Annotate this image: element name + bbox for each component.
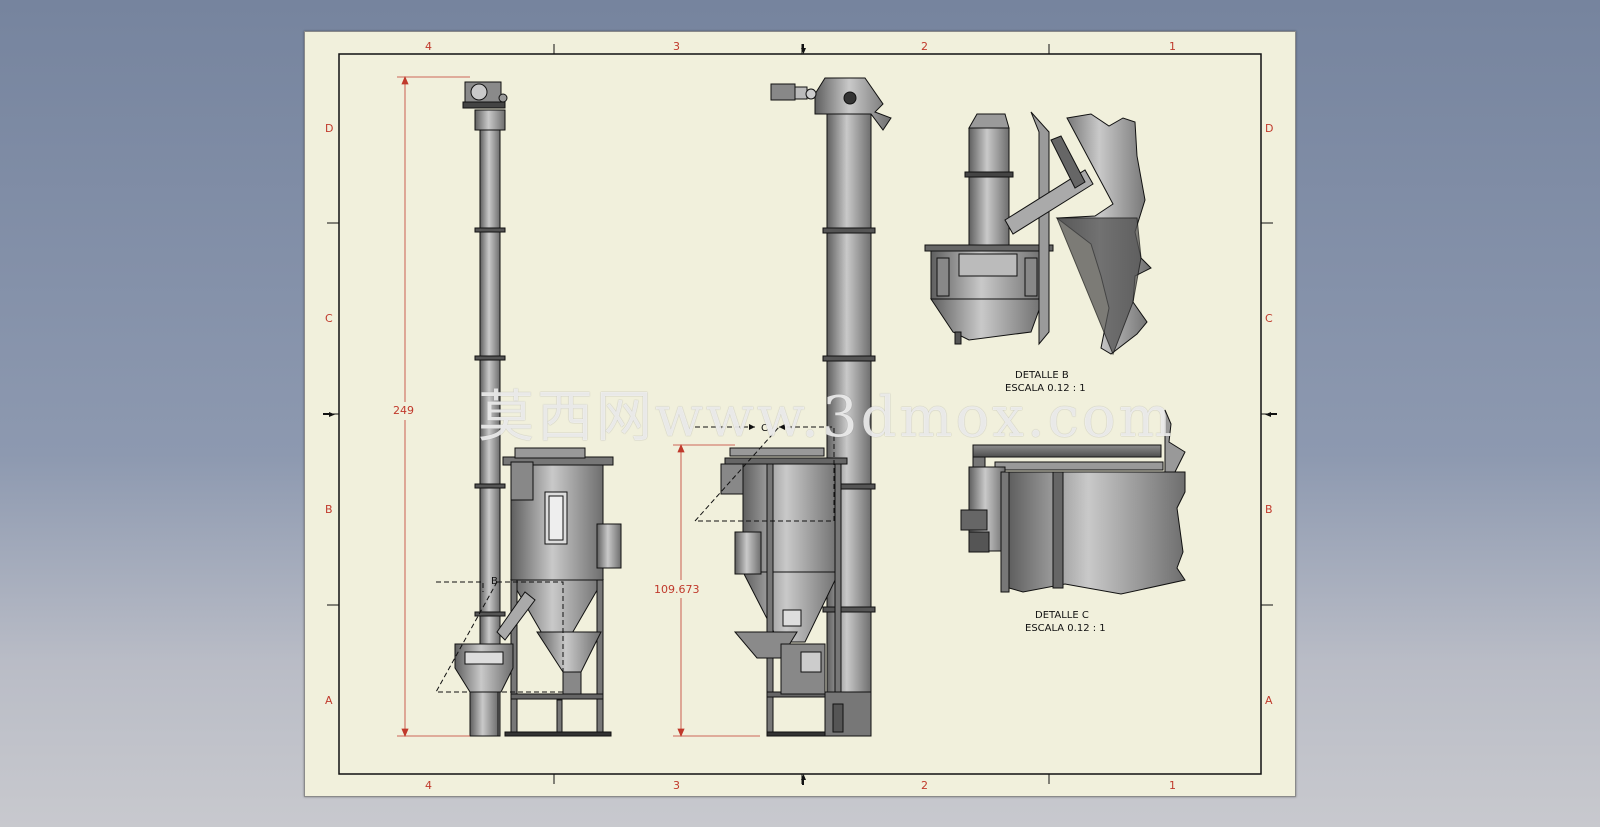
dimension-mixer-height-value: 109.673	[654, 583, 700, 596]
front-view	[454, 81, 622, 737]
row-label-a-right: A	[1265, 694, 1273, 707]
side-view	[720, 77, 892, 737]
col-label-2-top: 2	[921, 40, 928, 53]
detail-c-scale: ESCALA 0.12 : 1	[1025, 623, 1106, 634]
row-label-c-right: C	[1265, 312, 1273, 325]
col-label-3-top: 3	[673, 40, 680, 53]
dimension-mixer-height	[673, 443, 760, 738]
row-label-d-left: D	[325, 122, 333, 135]
col-label-1-bottom: 1	[1169, 779, 1176, 792]
col-label-4-top: 4	[425, 40, 432, 53]
col-label-3-bottom: 3	[673, 779, 680, 792]
row-label-b-left: B	[325, 503, 333, 516]
row-label-d-right: D	[1265, 122, 1273, 135]
dimension-total-height-value: 249	[393, 404, 414, 417]
detail-c-marker: C	[761, 423, 768, 434]
detail-b-marker: B	[491, 576, 498, 587]
row-label-c-left: C	[325, 312, 333, 325]
center-arrows	[323, 44, 1277, 785]
detail-c-callout	[693, 426, 835, 522]
detail-c-title: DETALLE C	[1035, 610, 1089, 621]
drawing-sheet: 4 3 2 1 4 3 2 1 D C B A D C B A	[304, 31, 1296, 797]
detail-b-title: DETALLE B	[1015, 370, 1069, 381]
detail-b-view	[924, 111, 1152, 356]
col-label-4-bottom: 4	[425, 779, 432, 792]
col-label-1-top: 1	[1169, 40, 1176, 53]
row-label-b-right: B	[1265, 503, 1273, 516]
detail-b-scale: ESCALA 0.12 : 1	[1005, 383, 1086, 394]
detail-c-view	[960, 409, 1186, 595]
detail-b-callout	[435, 581, 564, 693]
row-label-a-left: A	[325, 694, 333, 707]
drawing-canvas: 4 3 2 1 4 3 2 1 D C B A D C B A	[323, 40, 1277, 792]
dimension-total-height	[397, 75, 470, 738]
zone-ticks	[327, 44, 1273, 784]
col-label-2-bottom: 2	[921, 779, 928, 792]
detail-c-arrows	[749, 424, 785, 430]
